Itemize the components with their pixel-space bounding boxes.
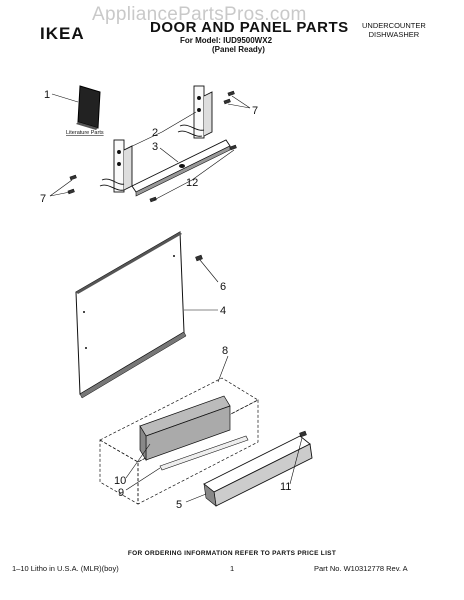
literature-label: Literature Parts: [66, 130, 104, 136]
litho-note: 1–10 Litho in U.S.A. (MLR)(boy): [12, 564, 119, 573]
part-number: Part No. W10312778 Rev. A: [314, 564, 408, 573]
callout-5: 5: [176, 499, 182, 511]
page-number: 1: [230, 564, 235, 573]
model-subtitle: (Panel Ready): [212, 45, 265, 54]
callout-6: 6: [220, 281, 226, 293]
callout-4: 4: [220, 305, 226, 317]
callout-2: 2: [152, 127, 158, 139]
toe-panel: [203, 435, 313, 507]
callout-7-left: 7: [40, 193, 46, 205]
ordering-note: FOR ORDERING INFORMATION REFER TO PARTS …: [127, 550, 337, 557]
callout-8: 8: [222, 345, 228, 357]
door-rail: [131, 139, 231, 197]
literature-booklet: [76, 85, 101, 130]
watermark-text: AppliancePartsPros.com: [92, 4, 307, 25]
callout-7-right: 7: [252, 105, 258, 117]
left-door-bracket: [99, 139, 133, 193]
appliance-type-line1: UNDERCOUNTER: [362, 21, 426, 30]
appliance-type: UNDERCOUNTER DISHWASHER: [362, 21, 426, 39]
model-line: For Model: IUD9500WX2: [180, 36, 273, 45]
callout-1: 1: [44, 89, 50, 101]
callout-11: 11: [280, 481, 291, 493]
kick-panel-assembly: [99, 377, 259, 505]
callout-12: 12: [186, 177, 198, 189]
callout-9: 9: [118, 487, 124, 499]
page-title: DOOR AND PANEL PARTS: [150, 19, 349, 36]
appliance-type-line2: DISHWASHER: [368, 30, 420, 39]
callout-10: 10: [114, 475, 126, 487]
right-door-bracket: [177, 85, 213, 139]
screw-icon: [67, 90, 307, 438]
leader-lines: [49, 93, 303, 503]
brand-logo: IKEA: [40, 24, 85, 43]
callout-3: 3: [152, 141, 158, 153]
door-panel: [75, 231, 187, 399]
